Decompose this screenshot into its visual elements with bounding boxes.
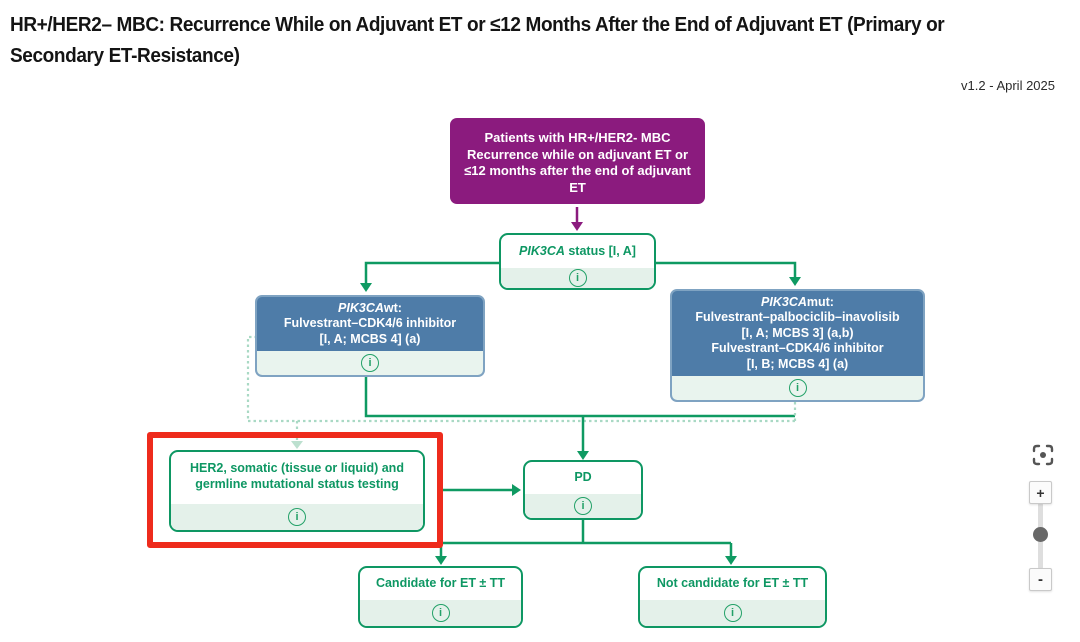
focus-reset-icon: [1032, 444, 1054, 466]
gene-name: PIK3CA: [519, 243, 565, 258]
node-patients-line: Recurrence while on adjuvant ET or: [466, 146, 689, 162]
connector-status-to-wt: [360, 261, 499, 292]
node-candidate-label: Candidate for ET ± TT: [375, 576, 506, 591]
info-strip: i: [171, 504, 423, 530]
zoom-in-button[interactable]: +: [1029, 481, 1052, 504]
node-mutational-testing-label: HER2, somatic (tissue or liquid) and ger…: [190, 461, 404, 491]
node-pik3ca-status-label: PIK3CA status [I, A]: [519, 243, 636, 258]
info-icon[interactable]: i: [288, 508, 306, 526]
node-patients-line: ET: [569, 179, 586, 195]
gene-name: PIK3CA: [761, 294, 807, 309]
info-icon[interactable]: i: [574, 497, 592, 515]
info-strip: i: [257, 351, 483, 375]
node-patients-line: ≤12 months after the end of adjuvant: [464, 163, 691, 178]
arrowhead: [725, 556, 737, 565]
info-icon[interactable]: i: [431, 604, 450, 622]
highlight-outline: [147, 432, 443, 548]
connector-rail-to-pd: [577, 416, 589, 460]
connector-testing-to-pd: [441, 484, 521, 496]
info-icon[interactable]: i: [788, 379, 807, 397]
version-label: v1.2 - April 2025: [961, 78, 1055, 93]
page-title-line2: Secondary ET-Resistance): [10, 45, 240, 67]
corner-bracket: [1032, 457, 1041, 466]
arrowhead: [577, 451, 589, 460]
node-pik3ca-wt[interactable]: PIK3CAwt: Fulvestrant–CDK4/6 inhibitor […: [255, 295, 485, 377]
connector-status-to-mut: [656, 261, 801, 286]
corner-bracket: [1045, 457, 1054, 466]
node-not-candidate-et-tt[interactable]: Not candidate for ET ± TT i: [638, 566, 827, 628]
node-pik3ca-status[interactable]: PIK3CA status [I, A] i: [499, 233, 656, 290]
connector-line: [364, 377, 795, 418]
connector-line: [364, 261, 499, 284]
reset-view-button[interactable]: [1032, 444, 1054, 466]
node-not-candidate-label: Not candidate for ET ± TT: [656, 576, 809, 591]
zoom-slider-thumb[interactable]: [1033, 527, 1048, 542]
node-pik3ca-mut-label: PIK3CAmut: Fulvestrant–palbociclib–inavo…: [695, 294, 900, 371]
page-title-line1: HR+/HER2– MBC: Recurrence While on Adjuv…: [10, 14, 945, 36]
arrowhead: [789, 277, 801, 286]
connector-line: [656, 261, 797, 278]
info-strip: i: [501, 268, 654, 288]
node-pd[interactable]: PD i: [523, 460, 643, 520]
node-patients[interactable]: Patients with HR+/HER2- MBC Recurrence w…: [450, 118, 705, 204]
connector-pd-split: [435, 520, 737, 565]
center-dot: [1040, 452, 1046, 458]
node-candidate-et-tt[interactable]: Candidate for ET ± TT i: [358, 566, 523, 628]
arrowhead: [360, 283, 372, 292]
info-icon[interactable]: i: [723, 604, 742, 622]
corner-bracket: [1032, 444, 1041, 453]
gene-name: PIK3CA: [338, 300, 384, 315]
info-icon[interactable]: i: [568, 269, 587, 287]
info-strip: i: [360, 600, 521, 626]
arrowhead: [571, 222, 583, 231]
zoom-out-button[interactable]: -: [1029, 568, 1052, 591]
info-strip: i: [640, 600, 825, 626]
info-strip: i: [525, 494, 641, 518]
node-pik3ca-wt-label: PIK3CAwt: Fulvestrant–CDK4/6 inhibitor […: [283, 300, 457, 346]
node-pik3ca-mut[interactable]: PIK3CAmut: Fulvestrant–palbociclib–inavo…: [670, 289, 925, 402]
arrowhead: [291, 441, 303, 449]
page-title: HR+/HER2– MBC: Recurrence While on Adjuv…: [10, 10, 1017, 72]
arrowhead: [435, 556, 447, 565]
connector-patients-to-status: [571, 207, 583, 231]
node-pd-label: PD: [574, 470, 592, 485]
corner-bracket: [1045, 444, 1054, 453]
connector-wt-to-rail: [364, 377, 795, 418]
node-mutational-testing[interactable]: HER2, somatic (tissue or liquid) and ger…: [169, 450, 425, 532]
node-patients-line: Patients with HR+/HER2- MBC: [484, 130, 671, 145]
info-icon[interactable]: i: [361, 354, 379, 372]
arrowhead: [512, 484, 521, 496]
info-strip: i: [672, 376, 923, 400]
